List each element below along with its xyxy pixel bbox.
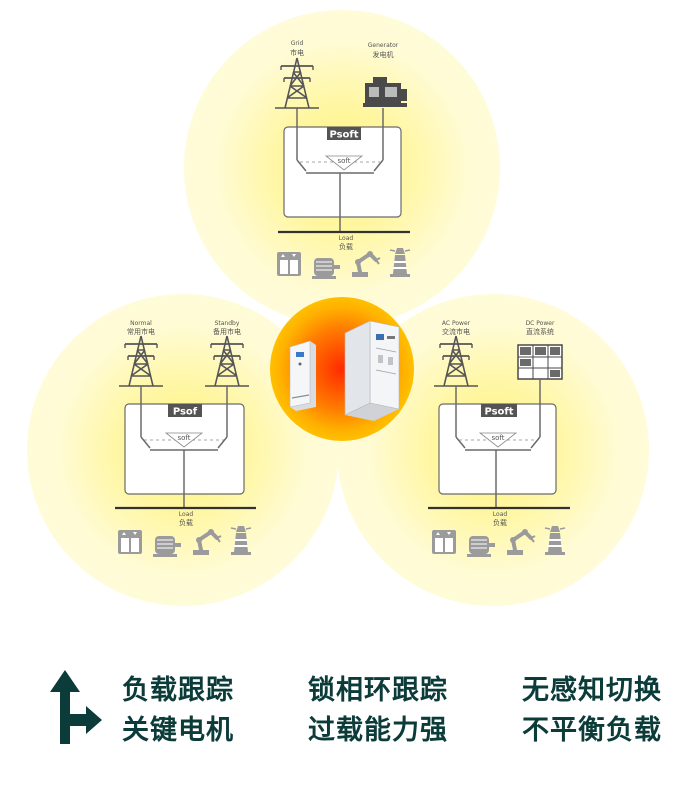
source-a-en-label: Normal [130, 320, 152, 327]
load-zh-label: 负载 [493, 518, 507, 527]
load-en-label: Load [339, 235, 354, 242]
module-top: Grid 市电 Generator 发电机 Psoft soft Load 负载 [274, 40, 411, 280]
module-left: Normal 常用市电 Standby 备用市电 Psof soft Load … [115, 320, 256, 558]
switch-name-tag [168, 404, 202, 417]
slogan-overload: 过载能力强 [308, 715, 448, 746]
switch-blade-b [373, 159, 384, 172]
slogan-pll-tracking: 锁相环跟踪 [308, 675, 448, 706]
switch-name-tag [481, 404, 517, 417]
switch-blade-b [530, 436, 541, 449]
source-a-zh-label: 市电 [290, 48, 304, 57]
source-a-en-label: Grid [291, 40, 304, 47]
elevator-icon [277, 252, 301, 276]
slogan-seamless-switch: 无感知切换 [522, 675, 662, 706]
slogan-row-1: 负载跟踪 锁相环跟踪 无感知切换 [122, 668, 662, 707]
slogan-row-2: 关键电机 过载能力强 不平衡负载 [122, 708, 662, 747]
slogan-key-motor: 关键电机 [122, 715, 234, 746]
source-b-en-label: Generator [368, 42, 399, 49]
product-center [270, 297, 414, 441]
dc-cabinet-icon [517, 344, 563, 380]
switch-blade-a [140, 436, 151, 449]
load-en-label: Load [179, 511, 194, 518]
load-en-label: Load [493, 511, 508, 518]
turn-right-arrow-icon [50, 670, 102, 744]
soft-label: soft [491, 434, 504, 442]
load-zh-label: 负载 [339, 242, 353, 251]
small-cabinet-image [289, 340, 316, 411]
source-a-zh-label: 交流市电 [442, 327, 470, 336]
power-switch-diagram: Grid 市电 Generator 发电机 Psoft soft Load 负载… [27, 10, 649, 606]
switch-blade-b [217, 436, 228, 449]
switch-name-tag [327, 127, 361, 140]
source-b-en-label: DC Power [526, 320, 555, 327]
slogan-unbalanced-load: 不平衡负载 [522, 715, 662, 746]
soft-label: soft [337, 157, 350, 165]
switch-name-label: Psof [173, 407, 198, 418]
soft-label: soft [177, 434, 190, 442]
slogan-load-tracking: 负载跟踪 [122, 675, 234, 706]
switch-blade-a [455, 436, 466, 449]
switch-name-label: Psoft [484, 407, 513, 418]
source-b-zh-label: 备用市电 [213, 327, 241, 336]
switch-blade-a [296, 159, 307, 172]
load-zh-label: 负载 [179, 518, 193, 527]
switch-name-label: Psoft [329, 130, 358, 141]
source-b-en-label: Standby [215, 320, 240, 327]
elevator-icon [118, 530, 142, 554]
source-a-en-label: AC Power [442, 320, 471, 327]
module-right: AC Power 交流市电 DC Power 直流系统 Psoft soft L… [428, 320, 570, 558]
source-b-zh-label: 直流系统 [526, 327, 554, 336]
source-b-zh-label: 发电机 [373, 50, 394, 59]
elevator-icon [432, 530, 456, 554]
source-a-zh-label: 常用市电 [127, 327, 155, 336]
main-cabinet-image [344, 320, 400, 421]
feature-slogans: 负载跟踪 锁相环跟踪 无感知切换 关键电机 过载能力强 不平衡负载 [48, 664, 668, 750]
